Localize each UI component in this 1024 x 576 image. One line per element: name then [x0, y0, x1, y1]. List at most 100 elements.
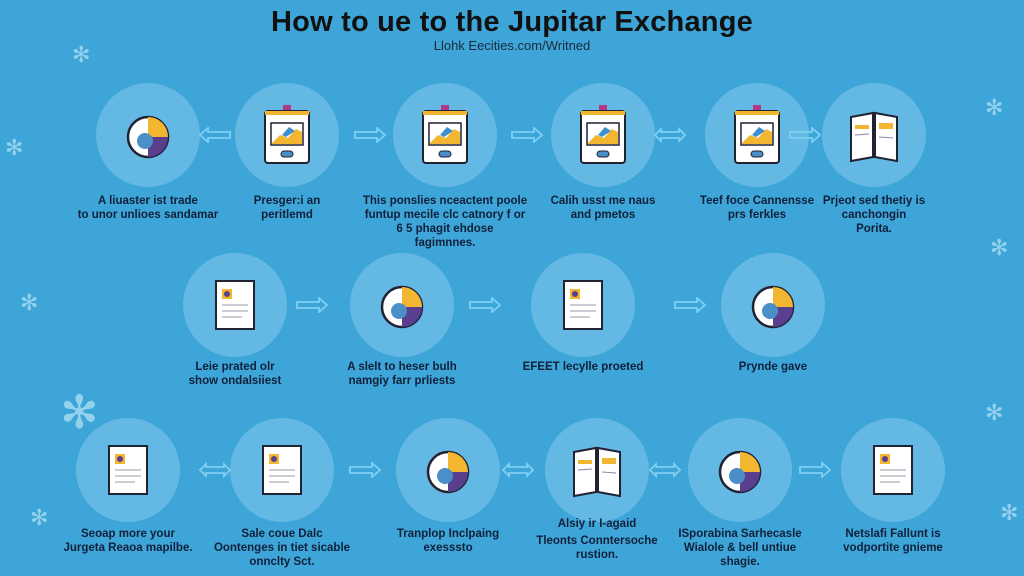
arrow-double-icon: [501, 461, 535, 479]
step-label-line: Calih usst me naus: [550, 195, 656, 207]
arrow-double-icon: [653, 126, 687, 144]
step-label-line: funtup mecile clc catnory f or: [364, 209, 526, 221]
pie-chart-device-icon: [123, 105, 173, 165]
step-label-line: to unor unlioes sandamar: [77, 209, 219, 221]
step-circle: [705, 83, 809, 187]
document-icon: [210, 275, 260, 335]
arrow-right-icon: [295, 296, 329, 314]
monitor-chart-icon: [732, 105, 782, 165]
arrow-right-icon: [510, 126, 544, 144]
arrow-right-icon: [353, 126, 387, 144]
step-circle: [350, 253, 454, 357]
snowflake-icon: ✻: [30, 505, 49, 530]
snowflake-icon: ✻: [985, 95, 1004, 120]
tablet-coin-icon: [257, 440, 307, 500]
wallet-document-icon: [558, 275, 608, 335]
step-circle: [551, 83, 655, 187]
step-label-line: EFEET lecylle proeted: [522, 361, 644, 373]
step-circle: [531, 253, 635, 357]
monitor-chart-icon: [578, 105, 628, 165]
step-note: Alsiy ir I-agaid: [557, 518, 637, 530]
cloud-ship-icon: [423, 440, 473, 500]
step-circle: [393, 83, 497, 187]
step-label-line: vodportite gnieme: [843, 542, 943, 554]
shield-document-icon: [377, 275, 427, 335]
step-label: A slelt to heser bulh namgiy farr prliest…: [317, 360, 487, 388]
step-label-line: A slelt to heser bulh: [347, 361, 457, 373]
arrow-right-icon: [673, 296, 707, 314]
snowflake-icon: ✻: [5, 135, 24, 160]
step-label-line: fagimnnes.: [414, 237, 476, 249]
arrow-left-icon: [198, 126, 232, 144]
open-book-icon: [572, 440, 622, 500]
step-label-line: prs ferkles: [727, 209, 787, 221]
arrow-double-icon: [198, 461, 232, 479]
arrow-right-icon: [798, 461, 832, 479]
step-label-line: namgiy farr prliests: [348, 375, 456, 387]
step-label: Prynde gave: [688, 360, 858, 374]
step-circle: [96, 83, 200, 187]
step-label-line: Seoap more your: [81, 528, 175, 540]
open-book-icon: [849, 105, 899, 165]
step-circle: [841, 418, 945, 522]
step-label-line: onnclty Sct.: [249, 556, 315, 568]
step-label-line: rustion.: [575, 549, 619, 561]
step-label-line: Prjeot sed thetiy is: [822, 195, 926, 207]
document-pen-icon: [868, 440, 918, 500]
snowflake-icon: ✻: [1000, 500, 1019, 525]
step-label-line: Teef foce Cannensse: [699, 195, 815, 207]
step-label-line: Prynde gave: [738, 361, 808, 373]
step-circle: [230, 418, 334, 522]
snowflake-icon: ✻: [60, 386, 99, 438]
step-label-line: Porita.: [856, 223, 892, 235]
arrow-right-icon: [788, 126, 822, 144]
globe-hand-icon: [748, 275, 798, 335]
page-title: How to ue to the Jupitar Exchange: [271, 6, 753, 38]
step-label: Tleonts Conntersoche rustion.: [512, 534, 682, 562]
step-label: Netslafi Fallunt is vodportite gnieme: [808, 527, 978, 555]
arrow-right-icon: [468, 296, 502, 314]
step-label-line: A liuaster ist trade: [98, 195, 198, 207]
step-circle: [721, 253, 825, 357]
step-label: Teef foce Cannensse prs ferkles: [672, 194, 842, 222]
step-label-line: Netslafi Fallunt is: [845, 528, 941, 540]
step-circle: [688, 418, 792, 522]
step-label-line: Jurgeta Reaoa mapilbe.: [63, 542, 193, 554]
step-label-line: canchongin: [841, 209, 907, 221]
step-label: Presger:i an peritlemd: [202, 194, 372, 222]
step-label-line: Oontenges in tiet sicable: [213, 542, 351, 554]
step-circle: [235, 83, 339, 187]
arrow-double-icon: [648, 461, 682, 479]
step-label-line: peritlemd: [261, 209, 313, 221]
arrow-right-icon: [348, 461, 382, 479]
snowflake-icon: ✻: [990, 235, 1009, 260]
step-label-line: Presger:i an: [253, 195, 321, 207]
document-coin-icon: [103, 440, 153, 500]
step-circle: [822, 83, 926, 187]
step-label-line: Leie prated olr: [195, 361, 275, 373]
monitor-badge-icon: [420, 105, 470, 165]
step-label: EFEET lecylle proeted: [498, 360, 668, 374]
snowflake-icon: ✻: [20, 290, 39, 315]
snowflake-icon: ✻: [72, 42, 91, 67]
step-label-line: and pmetos: [570, 209, 636, 221]
step-circle: [76, 418, 180, 522]
step-circle: [545, 418, 649, 522]
step-label-line: Sale coue Dalc: [241, 528, 323, 540]
step-label: A liuaster ist trade to unor unlioes sand…: [63, 194, 233, 222]
step-label: Leie prated olr show ondalsiiest: [150, 360, 320, 388]
step-label-line: show ondalsiiest: [188, 375, 282, 387]
step-circle: [396, 418, 500, 522]
step-label-line: exesssto: [423, 542, 473, 554]
step-label-line: Tleonts Conntersoche: [536, 535, 658, 547]
step-label-line: Tranplop Inclpaing: [396, 528, 500, 540]
step-circle: [183, 253, 287, 357]
page-subtitle: Llohk Eecities.com/Writned: [433, 38, 591, 53]
step-label: Calih usst me naus and pmetos: [518, 194, 688, 222]
step-label-line: 6 5 phagit ehdose: [396, 223, 494, 235]
shield-badge-icon: [715, 440, 765, 500]
